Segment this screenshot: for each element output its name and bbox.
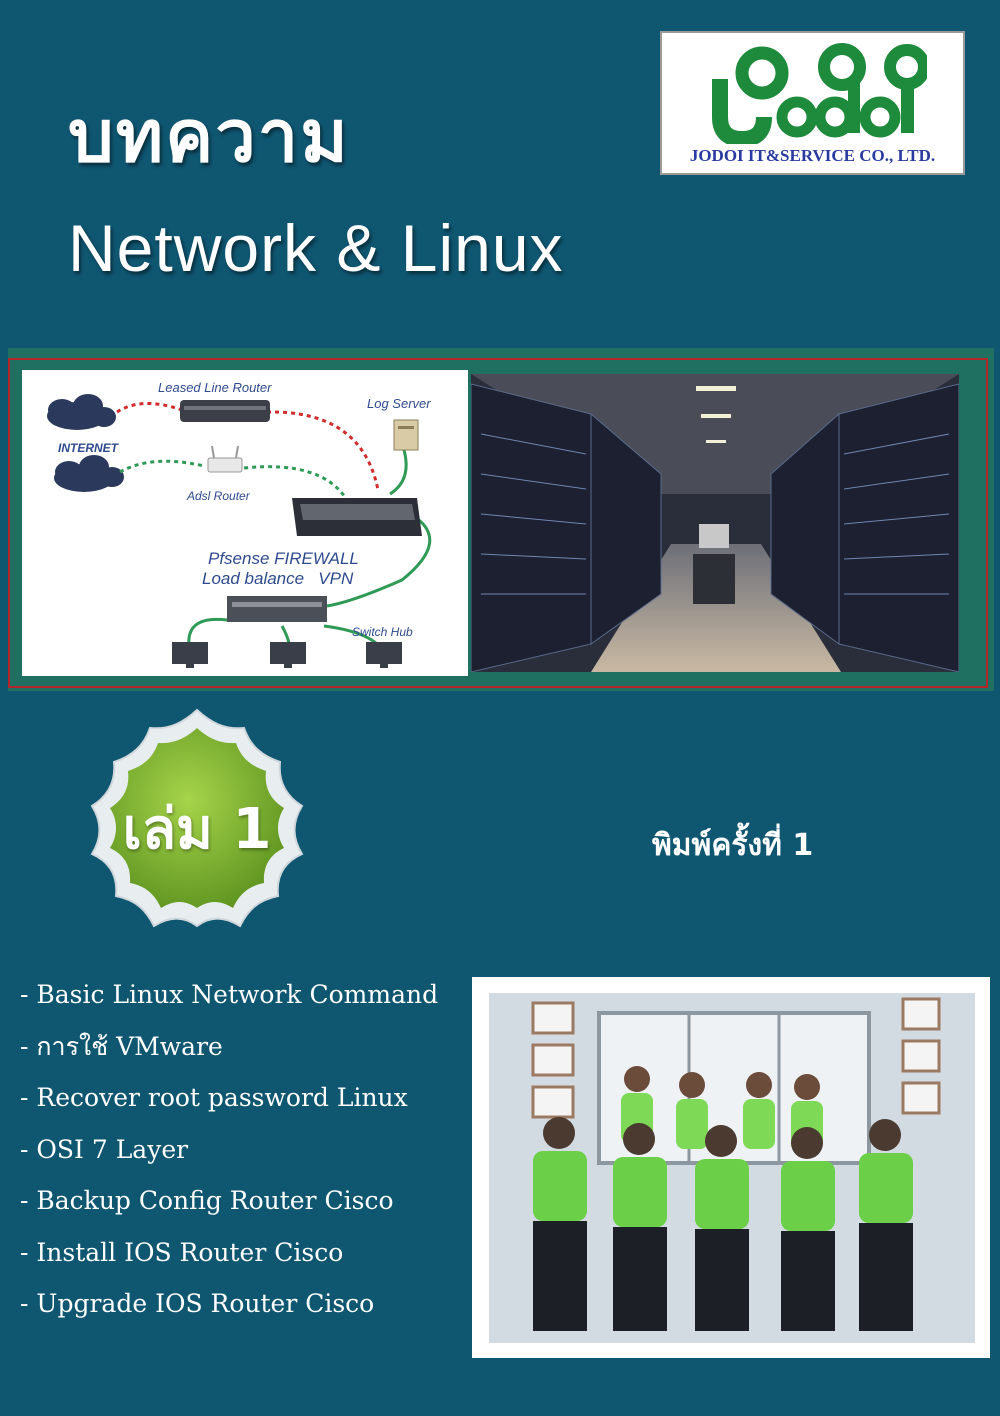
- company-name: JODOI IT&SERVICE CO., LTD.: [689, 146, 936, 165]
- volume-label: เล่ม 1: [122, 797, 272, 862]
- company-logo: JODOI IT&SERVICE CO., LTD.: [660, 31, 965, 175]
- computer-icon: [172, 642, 402, 668]
- cover-title-thai: บทความ: [68, 94, 350, 178]
- firewall-icon: [292, 498, 422, 536]
- adsl-router-icon: [207, 445, 243, 473]
- label-router: Leased Line Router: [158, 380, 272, 395]
- topic-item: - OSI 7 Layer: [20, 1134, 189, 1164]
- topic-item: - Upgrade IOS Router Cisco: [20, 1289, 375, 1318]
- label-loadbalance: Load balance VPN: [202, 569, 354, 588]
- banner-frame: [8, 358, 988, 688]
- team-photo: [489, 993, 975, 1343]
- topic-item: - Backup Config Router Cisco: [20, 1186, 394, 1215]
- banner: Leased Line Router Log Server INTERNET A…: [8, 348, 994, 691]
- topic-item: - Install IOS Router Cisco: [20, 1237, 344, 1267]
- router-icon: [180, 400, 270, 422]
- print-edition: พิมพ์ครั้งที่ 1: [652, 828, 814, 863]
- switch-icon: [227, 596, 327, 622]
- network-diagram: Leased Line Router Log Server INTERNET A…: [22, 370, 468, 676]
- label-adsl: Adsl Router: [186, 489, 251, 503]
- label-internet: INTERNET: [58, 441, 120, 455]
- topic-item: - Basic Linux Network Command: [20, 980, 439, 1009]
- jodoi-logo-icon: [712, 43, 927, 144]
- topic-item: - การใช้ VMware: [20, 1031, 223, 1061]
- label-firewall: Pfsense FIREWALL: [208, 549, 359, 568]
- volume-badge: [90, 708, 304, 928]
- topic-item: - Recover root password Linux: [20, 1083, 408, 1112]
- label-log-server: Log Server: [367, 396, 431, 411]
- cloud-icon: [47, 394, 116, 430]
- topic-list: - Basic Linux Network Command - การใช้ V…: [20, 976, 438, 1337]
- server-icon: [393, 419, 419, 451]
- team-photo-frame: [472, 977, 990, 1358]
- label-switch: Switch Hub: [352, 625, 413, 639]
- cover-title-english: Network & Linux: [68, 211, 564, 285]
- cloud-icon: [54, 455, 124, 492]
- server-room-image: [471, 374, 959, 672]
